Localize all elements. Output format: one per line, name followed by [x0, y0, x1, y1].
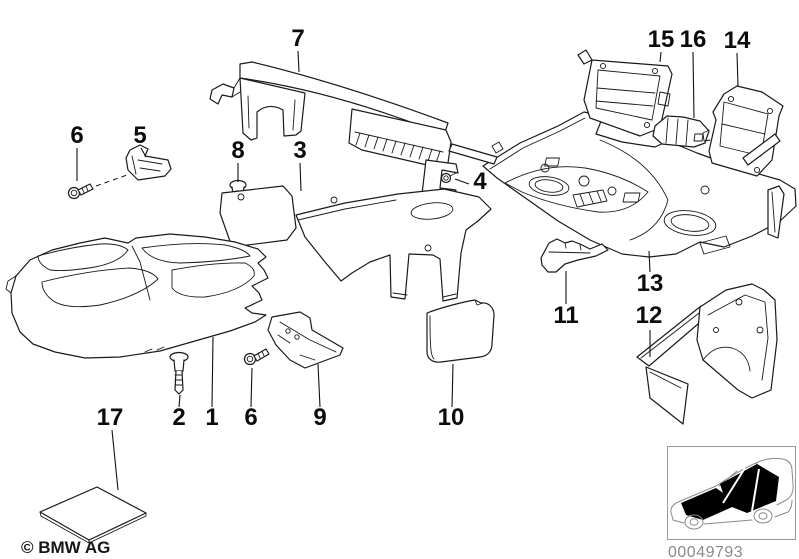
assembly-dash-line [95, 174, 128, 187]
part-6-screw-top [67, 174, 128, 200]
callout-9[interactable]: 9 [313, 404, 326, 431]
part-15-seatback-panel [577, 49, 673, 137]
callout-7[interactable]: 7 [291, 25, 304, 52]
part-6-screw-bottom [243, 348, 270, 366]
leader-lines [76, 50, 739, 491]
part-2-rivet [169, 351, 189, 395]
callout-labels: 7 15 16 14 6 5 8 3 4 13 11 12 17 2 1 6 9… [70, 25, 751, 431]
callout-12[interactable]: 12 [636, 302, 663, 329]
part-14-seatback-panel [702, 85, 784, 177]
part-1-hood-insulation [5, 233, 269, 359]
callout-17[interactable]: 17 [97, 404, 124, 431]
copyright-text: © BMW AG [21, 538, 110, 557]
callout-2[interactable]: 2 [172, 404, 185, 431]
callout-13[interactable]: 13 [637, 270, 664, 297]
car-outline-icon [670, 457, 794, 530]
callout-8[interactable]: 8 [231, 137, 244, 164]
callout-14[interactable]: 14 [724, 27, 751, 54]
callout-4[interactable]: 4 [473, 168, 487, 195]
callout-11[interactable]: 11 [553, 302, 578, 329]
car-location-thumbnail: 00049793 [667, 446, 796, 559]
part-17-flat-sheet [39, 486, 147, 544]
part-4-bolt [440, 172, 457, 184]
part-10-pad [426, 299, 495, 363]
part-11-corner-trim [540, 238, 609, 273]
part-16-insulation-block [652, 115, 710, 148]
callout-15[interactable]: 15 [648, 26, 675, 53]
callout-1[interactable]: 1 [205, 404, 218, 431]
part-3-center-insulation [219, 185, 492, 302]
callout-16[interactable]: 16 [680, 26, 707, 53]
callout-10[interactable]: 10 [438, 404, 465, 431]
part-12-trunk-side-trim [636, 283, 778, 425]
callout-6-bottom[interactable]: 6 [244, 404, 257, 431]
callout-5[interactable]: 5 [133, 122, 146, 149]
part-7-firewall-insulation [209, 61, 498, 201]
callout-3[interactable]: 3 [293, 137, 306, 164]
image-number: 00049793 [668, 544, 743, 559]
part-9-bracket-plate [267, 311, 344, 369]
callout-6-top[interactable]: 6 [70, 122, 83, 149]
part-5-bracket [125, 144, 172, 181]
